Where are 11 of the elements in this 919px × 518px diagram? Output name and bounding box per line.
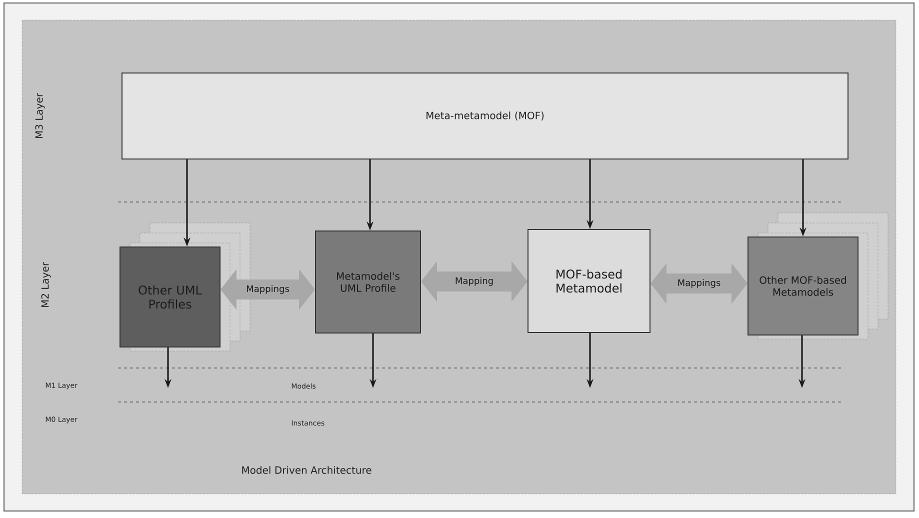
edge-label: Mapping <box>456 277 493 286</box>
edge-label: Mappings <box>246 285 289 294</box>
metamodel-box: Other UML Profiles <box>120 246 220 348</box>
metamodel-box: Other MOF-based Metamodels <box>748 236 858 336</box>
layer-box: Meta-metamodel (MOF) <box>122 72 848 160</box>
metamodel-box: MOF-based Metamodel <box>528 229 650 333</box>
layer-label: M3 Layer <box>35 92 45 138</box>
metamodel-box: Metamodel's UML Profile <box>315 230 421 334</box>
layer-label: M2 Layer <box>41 262 51 308</box>
caption-text: Model Driven Architecture <box>242 466 372 474</box>
edge-label: Mappings <box>678 279 720 288</box>
